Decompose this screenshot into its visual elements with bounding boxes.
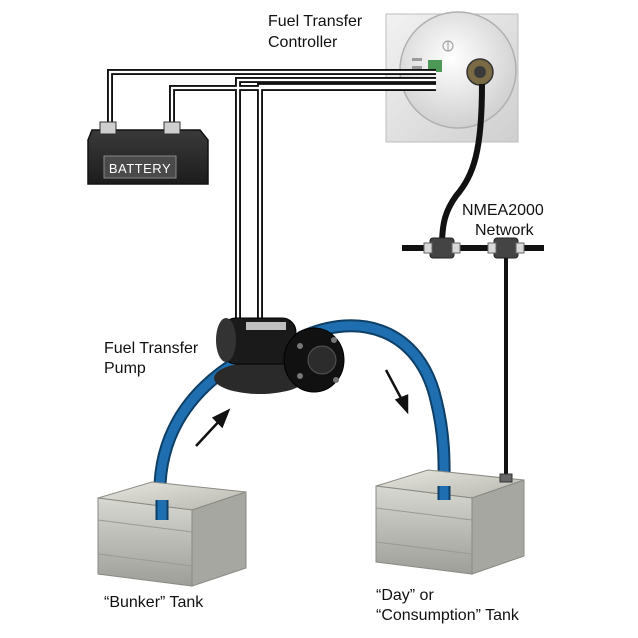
day-tank-label-line2: “Consumption” Tank <box>376 607 519 624</box>
fuel-transfer-controller <box>385 11 519 143</box>
network-label-line2: Network <box>475 222 534 239</box>
tee-connector <box>429 237 455 259</box>
network-label-line1: NMEA2000 <box>462 202 544 219</box>
battery-negative-terminal <box>163 121 181 135</box>
pump-label-line2: Pump <box>104 360 146 377</box>
pump-base <box>214 362 306 394</box>
battery: BATTERY <box>87 121 209 185</box>
bunker-tank-label: “Bunker” Tank <box>104 594 204 611</box>
day-tank <box>375 469 525 575</box>
controller-label-line2: Controller <box>268 34 338 51</box>
day-tank-label-line1: “Day” or <box>376 587 434 604</box>
flow-arrows <box>195 369 409 447</box>
fuel-transfer-pump <box>214 317 345 394</box>
tank-level-sender <box>499 473 513 483</box>
tee-connector <box>493 237 519 259</box>
flow-arrow-in <box>195 408 231 447</box>
battery-label: BATTERY <box>109 161 171 176</box>
controller-label-line1: Fuel Transfer <box>268 13 363 30</box>
flow-arrow-out <box>384 369 409 415</box>
wire-highlight <box>108 70 436 320</box>
bunker-tank <box>97 481 247 587</box>
nmea-cable <box>402 83 544 480</box>
hose-ends <box>155 486 451 520</box>
battery-positive-terminal <box>99 121 117 135</box>
pump-label-line1: Fuel Transfer <box>104 340 199 357</box>
delivery-hose <box>298 321 449 501</box>
